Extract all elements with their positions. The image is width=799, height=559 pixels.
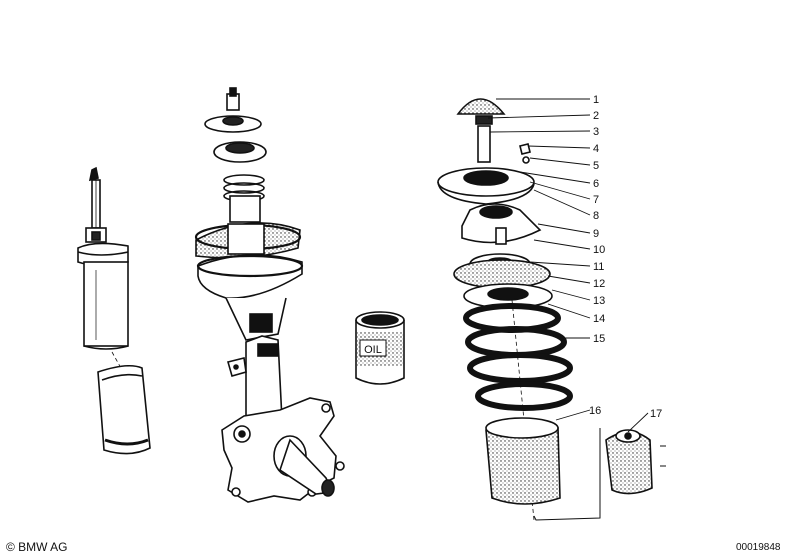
callout-10: 10 — [593, 244, 605, 256]
oil-can-label: OIL — [364, 344, 382, 356]
callout-6: 6 — [593, 178, 599, 190]
callout-15: 15 — [593, 333, 605, 345]
callout-3: 3 — [593, 126, 599, 138]
callout-7: 7 — [593, 194, 599, 206]
document-number: 00019848 — [736, 542, 781, 553]
callout-2: 2 — [593, 110, 599, 122]
callout-12: 12 — [593, 278, 605, 290]
protective-sleeve — [485, 417, 561, 505]
protective-cap — [456, 98, 506, 115]
exploded-components — [437, 98, 553, 309]
callout-13: 13 — [593, 295, 605, 307]
callout-numbers: 1 2 3 4 5 6 7 8 9 10 11 12 13 14 15 16 1… — [589, 94, 662, 420]
leader-lines — [487, 98, 649, 433]
callout-11: 11 — [593, 261, 604, 273]
callout-8: 8 — [593, 210, 599, 222]
callout-14: 14 — [593, 313, 605, 325]
coil-spring — [463, 303, 573, 411]
oil-can: OIL — [355, 311, 405, 385]
callout-5: 5 — [593, 160, 599, 172]
copyright-text: © BMW AG — [6, 540, 68, 554]
bracket-line — [533, 428, 601, 521]
auxiliary-bump-stop — [605, 429, 653, 495]
steering-knuckle — [221, 397, 345, 503]
callout-17: 17 — [650, 408, 662, 420]
callout-9: 9 — [593, 228, 599, 240]
callout-1: 1 — [593, 94, 599, 106]
assembled-spring-strut — [194, 87, 304, 429]
callout-4: 4 — [593, 143, 599, 155]
protective-tube — [97, 364, 151, 455]
shock-absorber-insert — [77, 166, 129, 350]
callout-16: 16 — [589, 405, 601, 417]
